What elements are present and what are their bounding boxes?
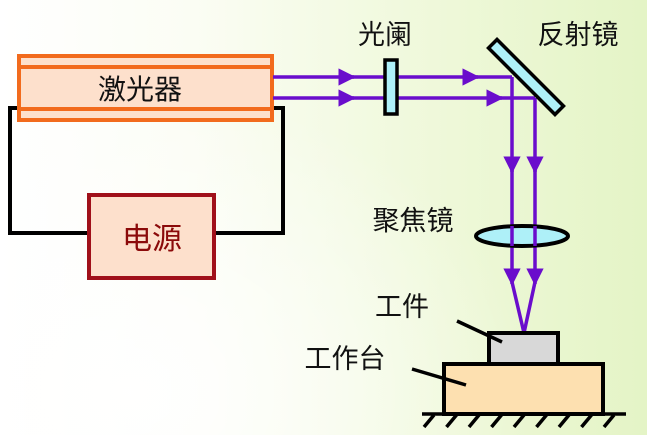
ground-hatch-mark xyxy=(512,413,526,429)
ground-hatch xyxy=(422,412,626,429)
laser-beams xyxy=(273,68,544,334)
aperture-label: 光阑 xyxy=(358,20,412,51)
aperture: 光阑 xyxy=(358,20,412,116)
power-supply-box xyxy=(87,193,216,280)
focusing-lens: 聚焦镜 xyxy=(373,206,570,248)
workpiece: 工件 xyxy=(375,292,560,366)
ground-hatch-mark xyxy=(445,413,458,429)
aperture-plate xyxy=(383,58,399,116)
ground-hatch-marks xyxy=(422,413,616,429)
wire-left xyxy=(8,106,90,235)
focusing-lens-label: 聚焦镜 xyxy=(373,206,454,237)
lens-shape xyxy=(474,224,570,248)
ground-hatch-mark xyxy=(557,413,571,429)
worktable-leader-line xyxy=(411,367,467,387)
laser-label: 激光器 xyxy=(98,73,182,106)
mirror-plate xyxy=(486,37,566,117)
ground-hatch-mark xyxy=(467,413,481,429)
beam-converge-left xyxy=(510,281,526,334)
ground-hatch-mark xyxy=(602,413,616,429)
ground-hatch-mark xyxy=(422,413,436,429)
power-supply: 电源 xyxy=(87,193,216,280)
ground-hatch-mark xyxy=(535,413,548,429)
ground-hatch-mark xyxy=(580,413,593,429)
workpiece-label: 工件 xyxy=(375,292,429,323)
wire-right xyxy=(215,106,285,235)
workpiece-leader-line xyxy=(456,319,503,344)
worktable-body xyxy=(442,362,605,416)
laser: 激光器 xyxy=(17,54,274,122)
mirror-label: 反射镜 xyxy=(538,20,619,51)
beam-converge-right xyxy=(522,281,537,334)
workpiece-body xyxy=(487,331,560,366)
worktable-label: 工作台 xyxy=(305,344,386,375)
mirror: 反射镜 xyxy=(486,20,619,117)
power-supply-label: 电源 xyxy=(122,222,182,257)
power-circuit-wires xyxy=(8,106,285,235)
ground-hatch-mark xyxy=(490,413,503,429)
